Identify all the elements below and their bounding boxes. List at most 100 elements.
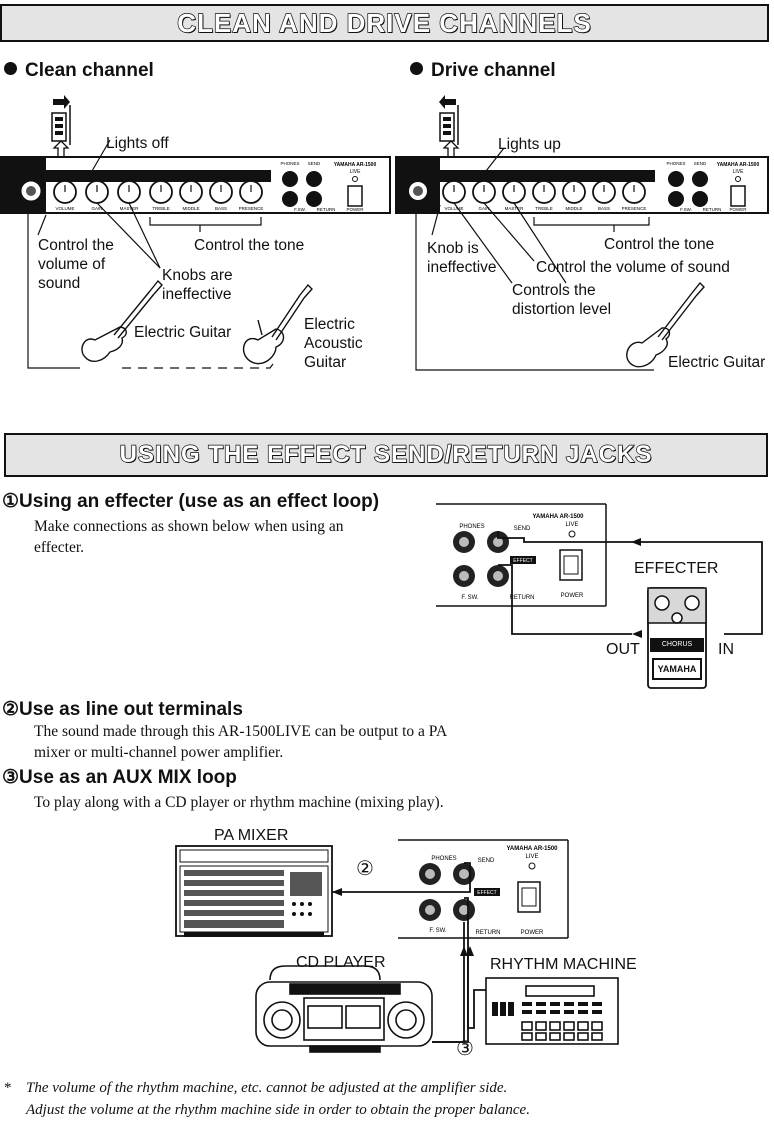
- svg-text:VOLUME: VOLUME: [55, 206, 74, 211]
- svg-text:POWER: POWER: [561, 593, 584, 599]
- svg-text:LIVE: LIVE: [733, 169, 745, 175]
- svg-text:EFFECT: EFFECT: [477, 890, 496, 896]
- effect-pedal-icon: [647, 587, 707, 689]
- svg-text:LIVE: LIVE: [525, 854, 538, 860]
- pa-mixer-icon: [175, 845, 333, 937]
- marker-aux-mix: ③: [456, 1038, 474, 1060]
- drive-knob-ineffective-label: Knob is ineffective: [427, 240, 497, 276]
- svg-text:MASTER: MASTER: [505, 206, 525, 211]
- svg-text:F. SW.: F. SW.: [429, 928, 447, 934]
- effecter-label: EFFECTER: [634, 560, 719, 577]
- pa-mixer-label: PA MIXER: [214, 827, 289, 844]
- svg-text:TREBLE: TREBLE: [152, 206, 170, 211]
- svg-text:LIVE: LIVE: [350, 169, 362, 175]
- drive-lights-label: Lights up: [498, 136, 561, 153]
- svg-text:YAMAHA AR-1500: YAMAHA AR-1500: [506, 846, 558, 852]
- svg-text:PHONES: PHONES: [459, 524, 484, 530]
- amp-panel-clean: YAMAHA AR-1500 LIVE VOLUME GAIN MASTER TREB…: [0, 156, 391, 214]
- svg-text:SEND: SEND: [694, 161, 707, 166]
- svg-text:PHONES: PHONES: [666, 161, 685, 166]
- effecter-out-label: OUT: [606, 641, 640, 658]
- drive-control-tone-label: Control the tone: [604, 236, 715, 253]
- bullet-icon: [4, 62, 17, 75]
- banner-effect-send-return: USING THE EFFECT SEND/RETURN JACKS: [4, 433, 768, 477]
- section1-body: Make connections as shown below when usi…: [34, 518, 344, 556]
- banner-clean-drive: CLEAN AND DRIVE CHANNELS: [0, 4, 769, 42]
- clean-channel-diagram: YAMAHA AR-1500 LIVE VOLUME GAIN MASTER TREB…: [0, 95, 391, 369]
- banner-clean-drive-title: CLEAN AND DRIVE CHANNELS: [177, 7, 592, 38]
- marker-line-out: ②: [356, 858, 374, 880]
- pedal-name: CHORUS: [661, 641, 693, 648]
- clean-electric-guitar-label: Electric Guitar: [134, 324, 232, 341]
- svg-text:F.SW.: F.SW.: [680, 207, 692, 212]
- effecter-in-label: IN: [718, 641, 734, 658]
- svg-text:PHONES: PHONES: [431, 856, 456, 862]
- drive-channel-heading: Drive channel: [410, 60, 556, 82]
- section3-body: To play along with a CD player or rhythm…: [34, 794, 444, 811]
- svg-text:PRESENCE: PRESENCE: [239, 206, 264, 211]
- section3-heading: ③Use as an AUX MIX loop: [2, 767, 237, 788]
- svg-text:VOLUME: VOLUME: [444, 206, 463, 211]
- section2-body: The sound made through this AR-1500LIVE …: [34, 723, 448, 761]
- svg-text:POWER: POWER: [521, 930, 544, 936]
- drive-channel-diagram: YAMAHA AR-1500 LIVE VOLUME GAIN MASTER TREB…: [395, 95, 769, 371]
- svg-text:EFFECT: EFFECT: [513, 558, 532, 564]
- footnote-line-2: Adjust the volume at the rhythm machine …: [26, 1102, 530, 1118]
- svg-text:MIDDLE: MIDDLE: [565, 206, 582, 211]
- svg-text:POWER: POWER: [729, 207, 747, 212]
- svg-text:PHONES: PHONES: [280, 161, 299, 166]
- cd-player-label: CD PLAYER: [296, 954, 386, 971]
- clean-acoustic-guitar-label: Electric Acoustic Guitar: [304, 316, 363, 371]
- rhythm-machine-icon: [485, 977, 619, 1045]
- svg-text:YAMAHA AR-1500: YAMAHA AR-1500: [717, 162, 760, 168]
- section2-heading: ②Use as line out terminals: [2, 699, 243, 720]
- clean-knobs-ineffective-label: Knobs are ineffective: [162, 267, 233, 303]
- svg-text:POWER: POWER: [346, 207, 364, 212]
- drive-control-volume-label: Control the volume of sound: [536, 259, 730, 276]
- svg-text:RETURN: RETURN: [317, 207, 336, 212]
- drive-distortion-label: Controls the distortion level: [512, 282, 612, 318]
- section1-heading: ①Using an effecter (use as an effect loo…: [2, 491, 380, 512]
- svg-text:LIVE: LIVE: [565, 522, 578, 528]
- svg-text:SEND: SEND: [308, 161, 321, 166]
- svg-text:SEND: SEND: [478, 858, 495, 864]
- pedal-brand: YAMAHA: [657, 664, 697, 674]
- svg-text:PRESENCE: PRESENCE: [622, 206, 647, 211]
- acoustic-guitar-icon: [242, 283, 313, 365]
- svg-text:YAMAHA AR-1500: YAMAHA AR-1500: [334, 162, 377, 168]
- svg-text:RETURN: RETURN: [703, 207, 722, 212]
- clean-control-volume-label: Control the volume of sound: [38, 237, 114, 292]
- footnote-line-1: The volume of the rhythm machine, etc. c…: [26, 1080, 508, 1096]
- svg-text:MIDDLE: MIDDLE: [182, 206, 199, 211]
- svg-text:YAMAHA AR-1500: YAMAHA AR-1500: [532, 514, 584, 520]
- electric-guitar-icon: [81, 279, 163, 363]
- electric-guitar-icon: [626, 281, 705, 368]
- amp-panel-drive: YAMAHA AR-1500 LIVE VOLUME GAIN MASTER TREB…: [395, 156, 769, 214]
- clean-control-tone-label: Control the tone: [194, 237, 305, 254]
- amp-jack-panel: YAMAHA AR-1500 LIVE PHONES SEND EFFECT F…: [436, 503, 607, 607]
- svg-text:BASS: BASS: [215, 206, 227, 211]
- cd-player-icon: [255, 965, 433, 1053]
- svg-text:F. SW.: F. SW.: [461, 595, 479, 601]
- effecter-connection-diagram: YAMAHA AR-1500 LIVE PHONES SEND EFFECT F…: [436, 503, 763, 689]
- drive-electric-guitar-label: Electric Guitar: [668, 354, 766, 371]
- footnote-star: *: [4, 1080, 12, 1096]
- svg-text:RETURN: RETURN: [476, 930, 501, 936]
- rhythm-machine-label: RHYTHM MACHINE: [490, 956, 637, 973]
- aux-mix-diagram: YAMAHA AR-1500 LIVE PHONES SEND EFFECT F…: [175, 839, 619, 1053]
- svg-text:GAIN: GAIN: [478, 206, 489, 211]
- bullet-icon: [410, 62, 423, 75]
- svg-text:GAIN: GAIN: [91, 206, 102, 211]
- clean-lights-label: Lights off: [106, 135, 169, 152]
- svg-text:SEND: SEND: [514, 526, 531, 532]
- svg-text:MASTER: MASTER: [120, 206, 140, 211]
- banner-effect-send-return-title: USING THE EFFECT SEND/RETURN JACKS: [119, 440, 653, 468]
- svg-text:F.SW.: F.SW.: [294, 207, 306, 212]
- svg-text:TREBLE: TREBLE: [535, 206, 553, 211]
- svg-text:BASS: BASS: [598, 206, 610, 211]
- amp-jack-panel: YAMAHA AR-1500 LIVE PHONES SEND EFFECT F…: [398, 839, 569, 939]
- channel-switch-icon: [51, 95, 71, 159]
- channel-switch-icon: [439, 95, 460, 159]
- clean-channel-heading: Clean channel: [4, 60, 154, 82]
